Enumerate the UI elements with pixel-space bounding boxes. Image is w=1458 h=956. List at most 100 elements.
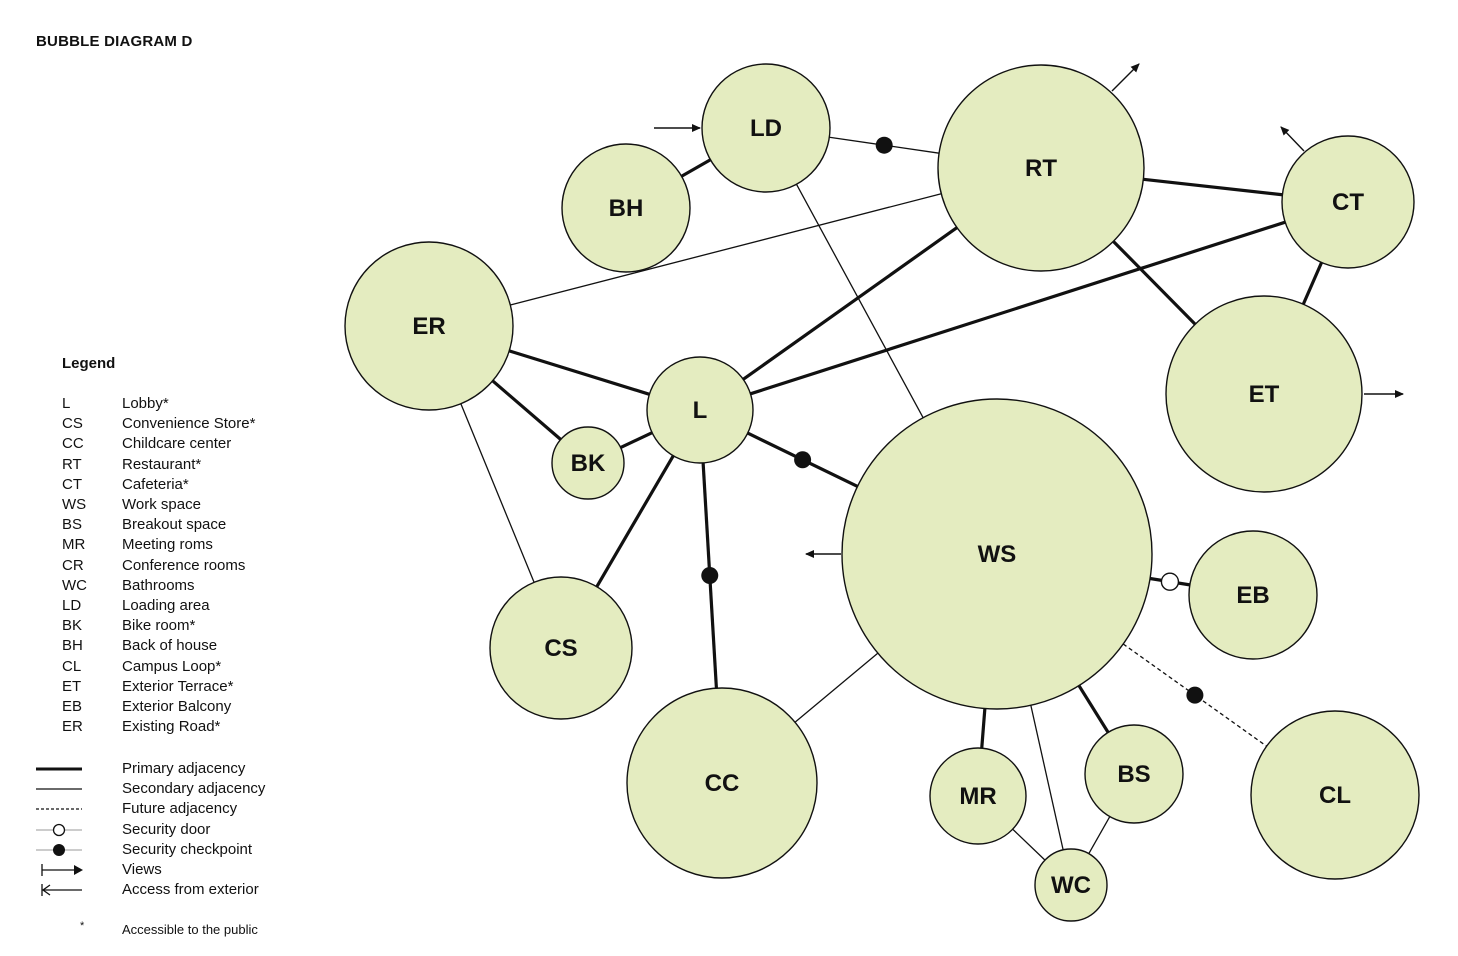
primary-adjacency-line-rt-ct [1143,177,1283,197]
legend-space-name: Lobby* [122,395,169,412]
bubble-circle [937,64,1145,272]
legend-symbol-label: Future adjacency [122,800,238,818]
bubble-circle [1250,710,1420,880]
legend-symbol-item: Primary adjacency [0,759,320,779]
legend-space-name: Back of house [122,637,218,655]
footnote-marker: * [80,920,85,932]
bubble-label: BK [571,450,606,477]
primary-adjacency-line-rt-l [742,226,958,381]
legend-symbol-label: Security checkpoint [122,840,253,858]
legend-symbol-item: Views [0,860,320,880]
bubble-cl: CL [1250,710,1420,880]
bubble-wc: WC [1034,848,1108,922]
bubble-bs: BS [1084,724,1184,824]
footnote-text: Accessible to the public [122,922,258,937]
legend-space-name: Campus Loop* [122,657,222,675]
legend-item: WC Bathrooms [0,576,320,596]
legend-space-name: Childcare center [122,435,232,453]
legend-symbol-label: Views [122,861,162,878]
legend-symbol-label: Primary adjacency [122,760,246,777]
legend-title: Legend [62,355,116,372]
legend-item: CL Campus Loop* [0,657,320,677]
bubble-label: L [693,397,708,424]
legend-abbreviation: CC [62,435,84,453]
legend-abbreviation: CL [62,657,82,675]
bubble-et: ET [1165,295,1363,493]
edge-markers [701,136,1204,704]
bubble-circle [1281,135,1415,269]
bubble-label: CT [1332,189,1364,216]
access-arrow-icon [36,880,86,900]
bubble-circle [344,241,514,411]
bubble-label: BS [1117,761,1150,788]
legend-abbreviation: LD [62,597,82,614]
bubble-label: ET [1249,381,1280,408]
legend-space-name: Bathrooms [122,576,195,594]
security-checkpoint-icon [875,136,893,154]
views-arrow-icon [36,860,86,880]
legend-space-name: Bike room* [122,617,196,635]
secondary-adjacency-line-er-cs [460,403,535,583]
bubble-label: WS [978,541,1017,568]
bubble-bh: BH [561,143,691,273]
legend-abbreviation: BK [62,617,83,635]
primary-adjacency-line-ws-bs [1077,684,1110,734]
secondary-adjacency-line-ws-wc [1030,705,1064,851]
legend-space-name: Exterior Balcony [122,698,232,715]
bubble-label: EB [1236,582,1269,609]
bubble-cs: CS [489,576,633,720]
bubble-ld: LD [701,63,831,193]
legend-space-name: Loading area [122,597,210,614]
future-adjacency-line-ws-cl [1122,643,1267,747]
bubble-label: LD [750,115,782,142]
legend-space-name: Work space [122,496,201,513]
legend-abbreviation: WC [62,576,87,594]
bubble-ct: CT [1281,135,1415,269]
legend-symbol-item: Security checkpoint [0,840,320,860]
security-door-icon [36,820,86,840]
bubble-ws: WS [841,398,1153,710]
bubble-circle [1084,724,1184,824]
bubble-circle [701,63,831,193]
secondary-adjacency-line-rt-er [510,193,942,306]
bubble-eb: EB [1188,530,1318,660]
primary-adjacency-line-l-cs [595,454,675,588]
bubble-label: WC [1051,872,1091,899]
bubble-circle [1188,530,1318,660]
bubble-mr: MR [929,747,1027,845]
bubble-circle [841,398,1153,710]
legend-symbol-label: Access from exterior [122,881,259,899]
bubble-rt: RT [937,64,1145,272]
legend-space-name: Breakout space [122,516,227,534]
exterior-arrows [654,63,1404,558]
legend-abbreviation: RT [62,455,82,473]
legend-space-name: Meeting roms [122,536,213,554]
legend-item: BK Bike room* [0,616,320,636]
page-title: BUBBLE DIAGRAM D [36,33,193,50]
primary-adjacency-line-icon [36,759,86,779]
security-door-icon [1160,572,1180,591]
primary-adjacency-line-ct-l [749,220,1286,396]
bubble-l: L [646,356,754,464]
secondary-adjacency-line-bs-wc [1088,816,1111,855]
legend-symbol-label: Security door [122,820,211,838]
bubble-er: ER [344,241,514,411]
secondary-adjacency-line-ld-ws [795,183,924,419]
legend-item: BS Breakout space [0,515,320,535]
legend-abbreviation: BS [62,516,83,534]
security-checkpoint-icon [701,567,719,585]
bubble-circle [561,143,691,273]
legend-symbol-item: Security door [0,820,320,840]
bubble-circle [1034,848,1108,922]
legend-abbreviation: L [62,395,71,412]
legend-abbreviation: CT [62,475,82,493]
bubble-circle [1165,295,1363,493]
